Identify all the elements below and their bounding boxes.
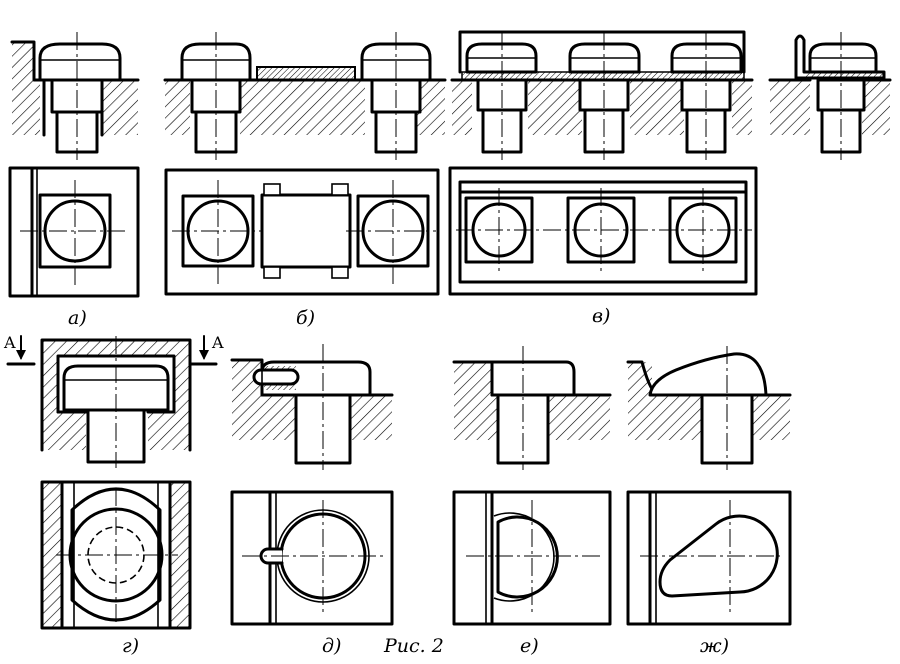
variant-b-section-view [163, 32, 447, 160]
variant-d-section-view [230, 344, 394, 470]
variant-g-section-marker-right: A [188, 333, 224, 366]
variant-e-section-view [452, 346, 612, 470]
variant-d-plan-view [230, 490, 394, 626]
variant-v-plan-view [448, 166, 758, 296]
variant-v: в) [448, 30, 758, 327]
variant-b: б) [163, 32, 447, 329]
variant-v-label: в) [592, 305, 610, 327]
variant-d: д) [230, 344, 394, 657]
variant-a-label: а) [68, 307, 87, 329]
variant-a: а) [8, 32, 140, 329]
variant-g-section-marker-left: A [3, 333, 36, 366]
variant-a-section-view [10, 32, 140, 160]
variant-b-label: б) [296, 307, 315, 329]
variant-v-bolt-3 [670, 32, 743, 160]
variant-e-label: е) [520, 635, 539, 657]
variant-e-plan-view [452, 490, 612, 626]
variant-g-plan-view [40, 480, 192, 630]
variant-zh: ж) [626, 346, 792, 657]
figure-caption: Рис. 2 [383, 635, 444, 657]
variant-d-label: д) [322, 635, 341, 657]
variant-zh-plan-view [626, 490, 792, 626]
variant-g: A A [3, 333, 224, 657]
variant-v-section-view [450, 30, 754, 160]
variant-b-plan-view [164, 168, 440, 296]
variant-zh-section-view [626, 346, 792, 470]
variant-e: е) [452, 346, 612, 657]
section-mark-right: A [211, 333, 224, 352]
section-mark-left: A [3, 333, 16, 352]
variant-v-side-section [768, 32, 892, 160]
variant-a-plan-view [8, 166, 140, 298]
variant-g-section-view [40, 336, 192, 468]
variant-zh-label: ж) [700, 635, 729, 657]
variant-v-bolt-2 [568, 32, 641, 160]
variant-v-bolt-1 [465, 32, 538, 160]
variant-g-label: г) [122, 635, 139, 657]
